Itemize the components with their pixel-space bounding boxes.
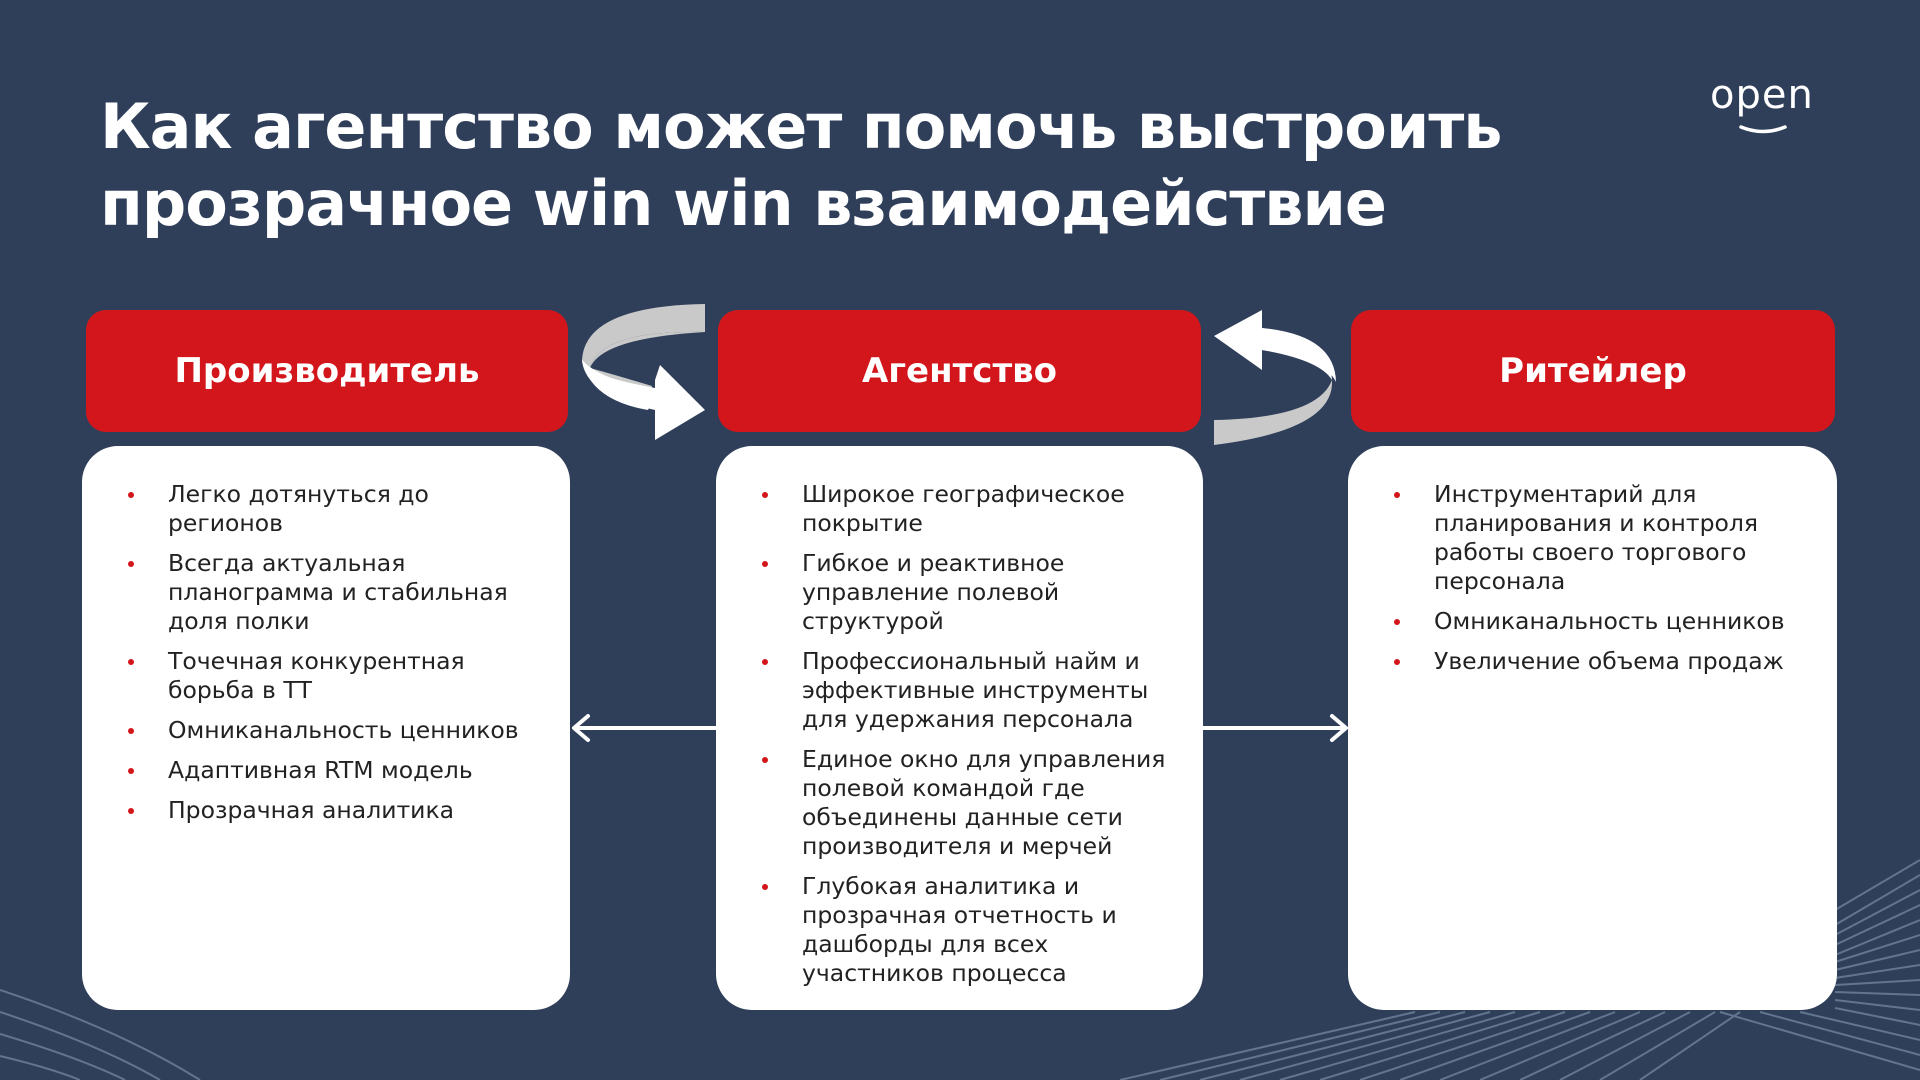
bullet-icon bbox=[1394, 492, 1400, 498]
manufacturer-benefits-list: Легко дотянуться до регионов Всегда акту… bbox=[116, 480, 540, 825]
card-retailer: Инструментарий для планирования и контро… bbox=[1348, 446, 1837, 1010]
card-agency: Широкое географическое покрытие Гибкое и… bbox=[716, 446, 1203, 1010]
bullet-icon bbox=[128, 768, 134, 774]
arrow-left-icon bbox=[572, 714, 716, 742]
header-retailer: Ритейлер bbox=[1351, 310, 1835, 432]
list-item: Глубокая аналитика и прозрачная отчетнос… bbox=[750, 872, 1173, 988]
bullet-icon bbox=[1394, 619, 1400, 625]
bullet-icon bbox=[128, 728, 134, 734]
bullet-icon bbox=[762, 659, 768, 665]
smile-underline-icon bbox=[1739, 125, 1787, 134]
header-retailer-label: Ритейлер bbox=[1499, 351, 1687, 391]
agency-benefits-list: Широкое географическое покрытие Гибкое и… bbox=[750, 480, 1173, 988]
list-item: Инструментарий для планирования и контро… bbox=[1382, 480, 1807, 596]
arrow-right-icon bbox=[1203, 714, 1348, 742]
header-manufacturer: Производитель bbox=[86, 310, 568, 432]
slide-title: Как агентство может помочь выстроить про… bbox=[100, 88, 1600, 242]
slide-title-line-1: Как агентство может помочь выстроить bbox=[100, 90, 1502, 163]
bullet-icon bbox=[128, 492, 134, 498]
list-item: Гибкое и реактивное управление полевой с… bbox=[750, 549, 1173, 636]
list-item: Всегда актуальная планограмма и стабильн… bbox=[116, 549, 540, 636]
bullet-icon bbox=[1394, 659, 1400, 665]
slide-title-line-2: прозрачное win win взаимодействие bbox=[100, 167, 1387, 240]
bullet-icon bbox=[128, 808, 134, 814]
list-item: Омниканальность ценников bbox=[116, 716, 540, 745]
open-logo: open bbox=[1710, 72, 1840, 136]
header-manufacturer-label: Производитель bbox=[174, 351, 480, 391]
list-item: Легко дотянуться до регионов bbox=[116, 480, 540, 538]
logo-text: open bbox=[1710, 72, 1814, 118]
retailer-benefits-list: Инструментарий для планирования и контро… bbox=[1382, 480, 1807, 676]
cycle-arrow-right-icon bbox=[1214, 310, 1336, 445]
bullet-icon bbox=[762, 561, 768, 567]
cycle-arrow-left-icon bbox=[582, 304, 705, 440]
list-item: Омниканальность ценников bbox=[1382, 607, 1807, 636]
bullet-icon bbox=[762, 884, 768, 890]
header-agency-label: Агентство bbox=[861, 351, 1058, 391]
list-item: Прозрачная аналитика bbox=[116, 796, 540, 825]
list-item: Широкое географическое покрытие bbox=[750, 480, 1173, 538]
list-item: Адаптивная RTM модель bbox=[116, 756, 540, 785]
list-item: Увеличение объема продаж bbox=[1382, 647, 1807, 676]
list-item: Профессиональный найм и эффективные инст… bbox=[750, 647, 1173, 734]
list-item: Точечная конкурентная борьба в ТТ bbox=[116, 647, 540, 705]
bullet-icon bbox=[128, 561, 134, 567]
card-manufacturer: Легко дотянуться до регионов Всегда акту… bbox=[82, 446, 570, 1010]
bullet-icon bbox=[762, 757, 768, 763]
list-item: Единое окно для управления полевой коман… bbox=[750, 745, 1173, 861]
header-agency: Агентство bbox=[718, 310, 1201, 432]
bullet-icon bbox=[762, 492, 768, 498]
bullet-icon bbox=[128, 659, 134, 665]
